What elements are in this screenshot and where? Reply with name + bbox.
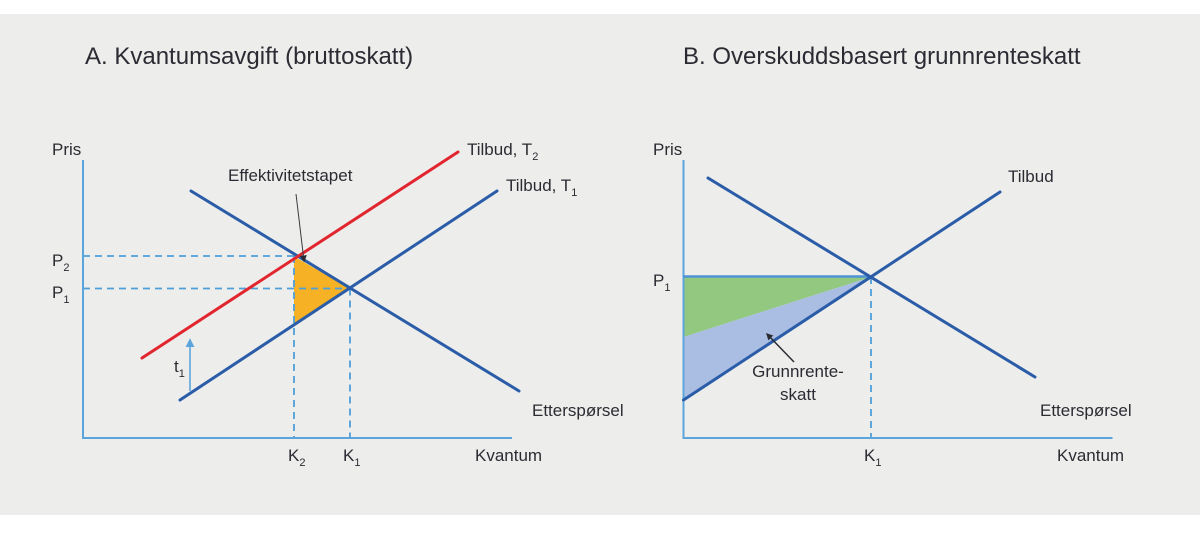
panel-a-title: A. Kvantumsavgift (bruttoskatt) (85, 43, 413, 70)
panel-b: B. Overskuddsbasert grunnrenteskatt Pris… (653, 43, 1132, 469)
supply-t1-label: Tilbud, T1 (506, 176, 577, 199)
deadweight-loss-area (294, 256, 350, 325)
demand-curve-a (189, 189, 521, 393)
deadweight-annotation: Effektivitetstapet (228, 166, 353, 185)
tax-t1-label: t1 (174, 357, 185, 380)
panel-b-ylabel: Pris (653, 140, 682, 159)
supply-curve-t1 (178, 189, 499, 402)
deadweight-pointer-line (295, 193, 307, 263)
supply-curve-b (682, 190, 1002, 402)
panel-a-ylabel: Pris (52, 140, 81, 159)
k1-tick-label-b: K1 (864, 446, 881, 469)
supply-curve-t2 (140, 150, 460, 360)
supply-label-b: Tilbud (1008, 167, 1054, 186)
figure-background (0, 14, 1200, 515)
panel-b-title: B. Overskuddsbasert grunnrenteskatt (683, 43, 1081, 70)
p1-tick-label-a: P1 (52, 283, 69, 306)
panel-a: A. Kvantumsavgift (bruttoskatt) Pris Kva… (52, 43, 624, 469)
p1-tick-label-b: P1 (653, 271, 670, 294)
demand-label-b: Etterspørsel (1040, 401, 1132, 420)
k1-tick-label-a: K1 (343, 446, 360, 469)
supply-t2-label: Tilbud, T2 (467, 140, 538, 163)
panel-b-xlabel: Kvantum (1057, 446, 1124, 465)
k2-tick-label: K2 (288, 446, 305, 469)
rent-tax-label-line1: Grunnrente- (752, 362, 844, 381)
rent-tax-pointer-line (766, 332, 795, 363)
p2-tick-label: P2 (52, 251, 69, 274)
panel-b-axes (682, 160, 1113, 439)
demand-label-a: Etterspørsel (532, 401, 624, 420)
panel-a-xlabel: Kvantum (475, 446, 542, 465)
panel-a-axes (82, 160, 512, 439)
rent-tax-label-line2: skatt (780, 385, 816, 404)
